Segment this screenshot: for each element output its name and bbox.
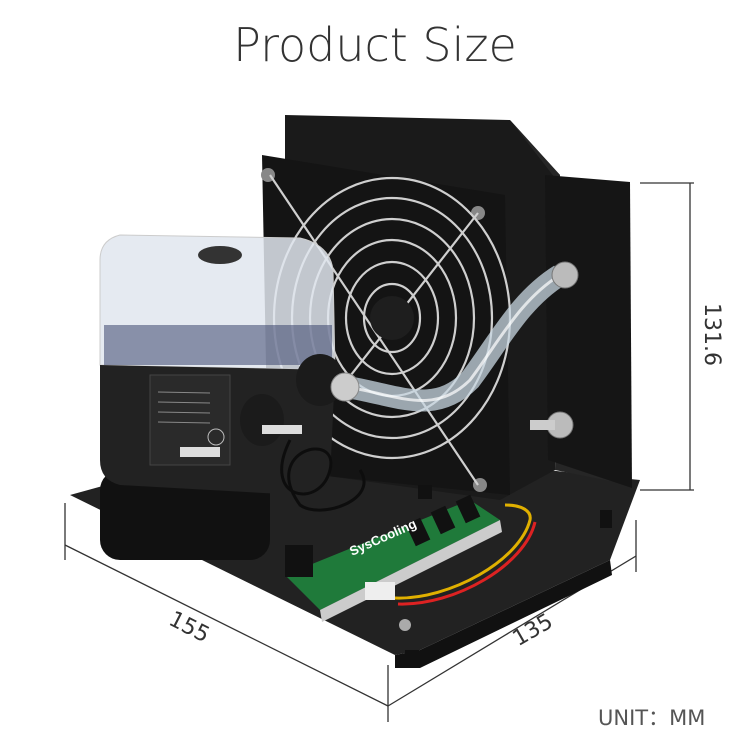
screw-icon	[399, 619, 411, 631]
pump-outlet	[240, 394, 284, 446]
unit-label: UNIT：MM	[598, 706, 706, 730]
ce-mark-icon	[207, 428, 225, 446]
page-title: Product Size	[233, 18, 517, 72]
dc-jack	[285, 545, 313, 577]
pump-base	[100, 470, 270, 560]
length-line	[64, 544, 389, 707]
pump-cable	[280, 439, 366, 512]
fill-cap	[198, 246, 242, 264]
height-dimension-label: 131.6	[698, 303, 724, 366]
fan-wire	[394, 503, 532, 600]
fan-connector	[365, 582, 395, 600]
